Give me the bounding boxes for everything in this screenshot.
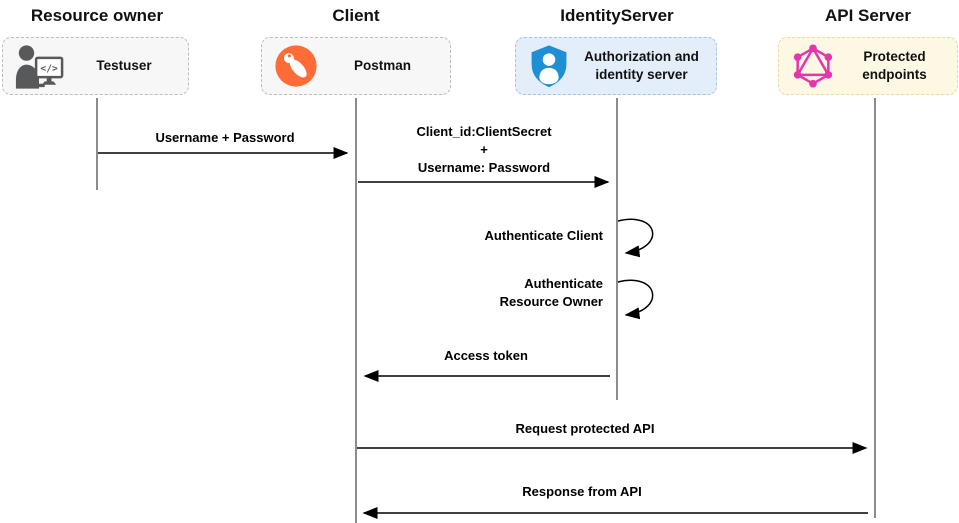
developer-workstation-icon: </>	[15, 44, 64, 89]
message-username-password: Username + Password	[155, 130, 295, 145]
message-access-token: Access token	[444, 348, 528, 363]
postman-icon	[275, 45, 317, 87]
actor-label-postman: Postman	[353, 58, 411, 74]
actor-box-api-server: Protected endpoints	[778, 37, 958, 95]
message-response-from-api: Response from API	[522, 484, 642, 499]
actor-box-identityserver: Authorization and identity server	[515, 37, 717, 95]
message-authenticate-client: Authenticate Client	[484, 228, 603, 243]
actor-title-client: Client	[332, 6, 380, 25]
message-authenticate-resource-owner: Authenticate Resource Owner	[499, 276, 603, 309]
actor-label-testuser: Testuser	[96, 58, 152, 74]
shield-user-icon	[531, 45, 567, 88]
message-request-protected-api: Request protected API	[515, 421, 655, 436]
message-clientid-secret: Client_id:ClientSecret + Username: Passw…	[416, 124, 552, 175]
actor-label-authorization-server: Authorization and identity server	[584, 49, 699, 82]
code-glyph: </>	[40, 63, 58, 74]
arrow-authenticate-resource-owner-selfloop	[617, 279, 654, 320]
actor-title-resource-owner: Resource owner	[30, 6, 164, 25]
actor-box-resource-owner: </> Testuser	[2, 37, 189, 95]
actor-title-api-server: API Server	[825, 6, 911, 25]
actor-box-client: Postman	[261, 37, 451, 95]
arrow-authenticate-client-selfloop	[617, 218, 654, 258]
actor-title-identityserver: IdentityServer	[560, 6, 674, 25]
graphql-icon	[793, 44, 833, 88]
actor-label-protected-endpoints: Protected endpoints	[862, 49, 927, 82]
